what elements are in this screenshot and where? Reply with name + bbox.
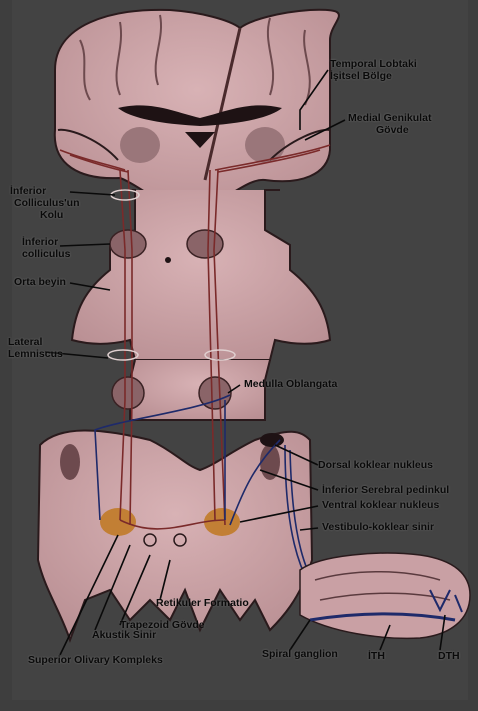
label-ll-line1: Lateral xyxy=(8,336,63,348)
label-orta-beyin: Orta beyin xyxy=(14,276,66,288)
label-medial-genikulat: Medial Genikulat Gövde xyxy=(348,112,431,136)
label-dorsal-koklear: Dorsal koklear nukleus xyxy=(318,459,433,471)
label-vestibulo: Vestibulo-koklear sinir xyxy=(322,521,434,533)
label-inferior-serebral: İnferior Serebral pedinkul xyxy=(322,484,449,496)
label-temporal-line2: İşitsel Bölge xyxy=(330,70,417,82)
label-inferior-colliculus-kolu: İnferior Colliculus'un Kolu xyxy=(10,185,80,221)
label-lateral-lemniscus: Lateral Lemniscus xyxy=(8,336,63,360)
label-dth: DTH xyxy=(438,650,460,662)
label-ic-line1: İnferior xyxy=(22,236,70,248)
label-medulla: Medulla Oblangata xyxy=(244,378,337,390)
label-medial-genikulat-line2: Gövde xyxy=(348,124,431,136)
label-inferior-colliculus: İnferior colliculus xyxy=(22,236,70,260)
label-ic-line2: colliculus xyxy=(22,248,70,260)
label-ll-line2: Lemniscus xyxy=(8,348,63,360)
label-ith: İTH xyxy=(368,650,385,662)
label-ick-line3: Kolu xyxy=(10,209,80,221)
cochlea xyxy=(300,553,470,638)
label-ick-line1: İnferior xyxy=(10,185,80,197)
label-spiral-ganglion: Spiral ganglion xyxy=(262,648,338,660)
label-superior-olivary: Superior Olivary Kompleks xyxy=(28,654,163,666)
label-akustik: Akustik Sinir xyxy=(92,629,156,641)
label-retikuler: Retikuler Formatio xyxy=(156,597,249,609)
label-ick-line2: Colliculus'un xyxy=(10,197,80,209)
label-temporal: Temporal Lobtaki İşitsel Bölge xyxy=(330,58,417,82)
label-temporal-line1: Temporal Lobtaki xyxy=(330,58,417,70)
label-medial-genikulat-line1: Medial Genikulat xyxy=(348,112,431,124)
label-ventral-koklear: Ventral koklear nukleus xyxy=(322,499,439,511)
